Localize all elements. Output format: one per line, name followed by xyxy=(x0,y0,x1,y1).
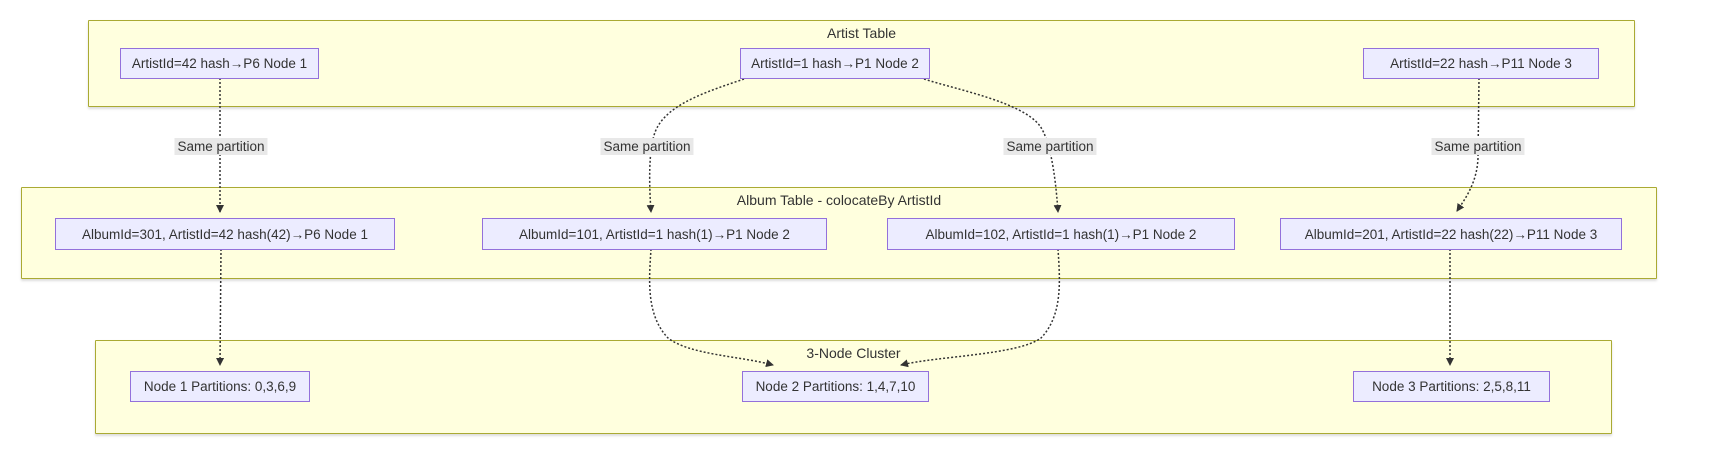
node-partitions-1: Node 1 Partitions: 0,3,6,9 xyxy=(130,371,310,402)
cluster-album-table-title: Album Table - colocateBy ArtistId xyxy=(736,192,942,208)
node-album-102: AlbumId=102, ArtistId=1 hash(1)→P1 Node … xyxy=(887,218,1235,250)
edge-label-same-partition-4: Same partition xyxy=(1431,138,1525,155)
node-partitions-2: Node 2 Partitions: 1,4,7,10 xyxy=(742,371,929,402)
cluster-artist-table-title: Artist Table xyxy=(827,25,896,41)
cluster-3-node-cluster-title: 3-Node Cluster xyxy=(806,345,901,361)
node-album-101: AlbumId=101, ArtistId=1 hash(1)→P1 Node … xyxy=(482,218,827,250)
edge-label-same-partition-3: Same partition xyxy=(1003,138,1097,155)
node-album-301: AlbumId=301, ArtistId=42 hash(42)→P6 Nod… xyxy=(55,218,395,250)
node-partitions-3: Node 3 Partitions: 2,5,8,11 xyxy=(1353,371,1550,402)
node-artist-42: ArtistId=42 hash→P6 Node 1 xyxy=(120,48,319,79)
node-artist-22: ArtistId=22 hash→P11 Node 3 xyxy=(1363,48,1599,79)
node-artist-1: ArtistId=1 hash→P1 Node 2 xyxy=(740,48,930,79)
node-album-201: AlbumId=201, ArtistId=22 hash(22)→P11 No… xyxy=(1280,218,1622,250)
edge-label-same-partition-1: Same partition xyxy=(174,138,268,155)
edge-label-same-partition-2: Same partition xyxy=(600,138,694,155)
